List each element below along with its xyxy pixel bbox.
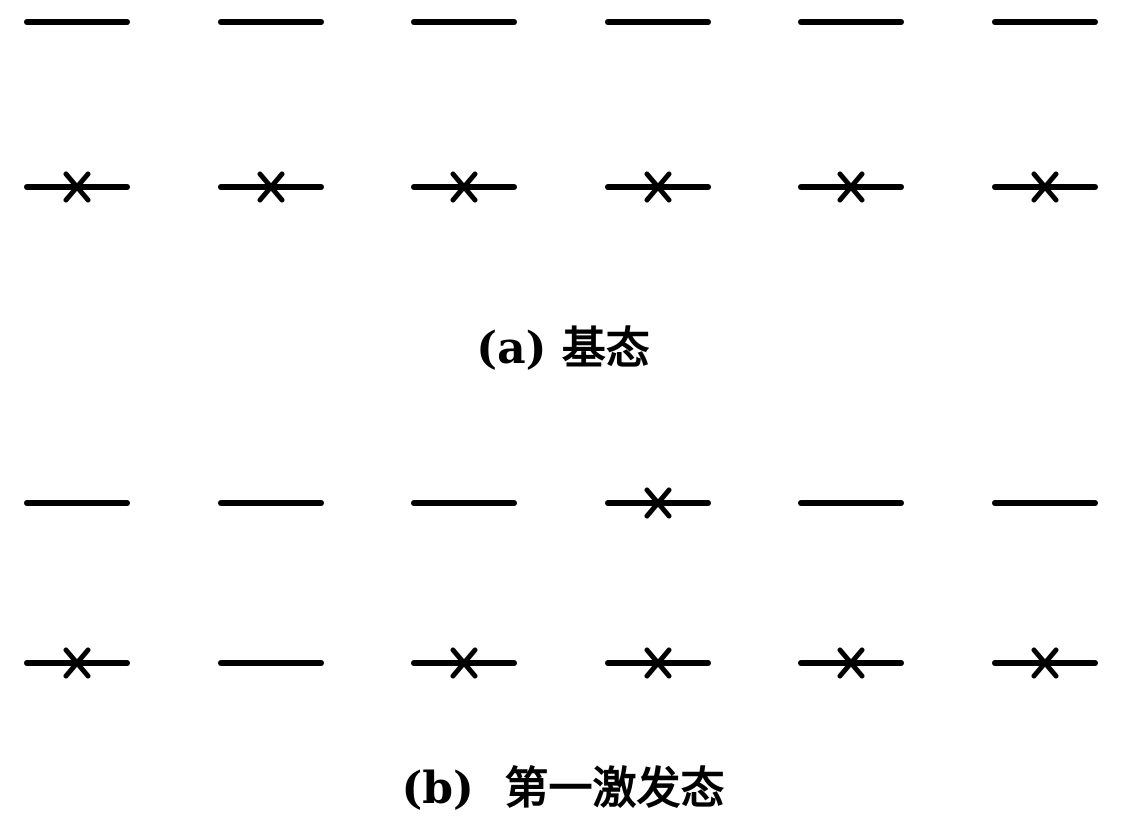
cross-icon <box>1031 647 1059 679</box>
cross-icon <box>644 647 672 679</box>
panel-first-excited-state <box>24 487 1098 679</box>
cross-icon <box>644 171 672 203</box>
cross-icon <box>837 171 865 203</box>
cross-icon <box>63 171 91 203</box>
caption-first-excited-state: (b) 第一激发态 <box>401 763 725 814</box>
panel-ground-state <box>24 19 1098 203</box>
cross-icon <box>644 487 672 519</box>
cross-icon <box>63 647 91 679</box>
cross-icon <box>450 171 478 203</box>
cross-icon <box>257 171 285 203</box>
caption-ground-state: (a) 基态 <box>476 323 650 374</box>
cross-icon <box>837 647 865 679</box>
cross-icon <box>1031 171 1059 203</box>
cross-icon <box>450 647 478 679</box>
